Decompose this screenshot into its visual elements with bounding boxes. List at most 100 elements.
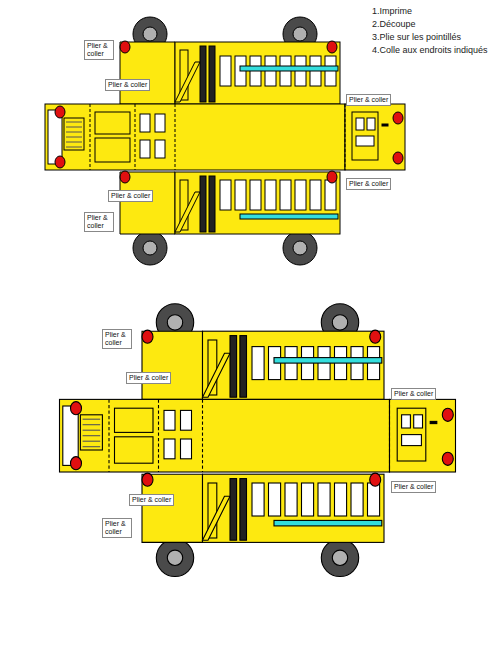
window bbox=[285, 483, 297, 516]
fold-line bbox=[158, 399, 159, 472]
window bbox=[155, 114, 165, 132]
glue-tab-label: Plier & coller bbox=[391, 481, 436, 493]
glue-instruction: Plier & coller bbox=[349, 180, 388, 187]
grill bbox=[66, 147, 82, 148]
window bbox=[325, 180, 336, 210]
fold-line bbox=[135, 104, 136, 170]
red-light bbox=[71, 402, 82, 415]
window bbox=[252, 483, 264, 516]
roof-strip bbox=[45, 104, 345, 170]
handle bbox=[430, 421, 437, 423]
window bbox=[351, 483, 363, 516]
window bbox=[265, 180, 276, 210]
window bbox=[335, 483, 347, 516]
grill bbox=[66, 132, 82, 133]
window bbox=[155, 140, 165, 158]
bus-net bbox=[45, 17, 405, 265]
glue-tab-label: Plier & coller bbox=[129, 494, 174, 506]
grill bbox=[66, 127, 82, 128]
window bbox=[181, 439, 192, 459]
window bbox=[356, 118, 364, 130]
glue-instruction: Plier & coller bbox=[349, 96, 388, 103]
window bbox=[356, 136, 374, 146]
door-bar bbox=[209, 46, 215, 102]
red-light bbox=[55, 156, 65, 168]
red-light bbox=[442, 452, 453, 465]
window bbox=[368, 483, 380, 516]
fold-line bbox=[202, 399, 203, 472]
red-light bbox=[393, 112, 403, 124]
wheel-hub bbox=[143, 241, 157, 255]
glue-tab-label: Plier & coller bbox=[391, 388, 436, 400]
grill bbox=[66, 137, 82, 138]
grill bbox=[83, 446, 101, 447]
window bbox=[367, 118, 375, 130]
fold-line bbox=[175, 104, 176, 170]
stripe bbox=[274, 358, 382, 364]
glue-tab-label: Plier & coller bbox=[102, 518, 132, 538]
door-bar bbox=[200, 46, 206, 102]
instruction-step: 3.Plie sur les pointillés bbox=[372, 32, 461, 43]
door-bar bbox=[240, 479, 247, 541]
grill bbox=[83, 424, 101, 425]
handle bbox=[382, 124, 388, 126]
grill-frame bbox=[80, 415, 102, 450]
instruction-step: 1.Imprime bbox=[372, 6, 412, 17]
instruction-step: 4.Colle aux endroits indiqués bbox=[372, 45, 488, 56]
window bbox=[181, 410, 192, 430]
red-light bbox=[142, 473, 153, 486]
red-light bbox=[327, 41, 337, 53]
fold-line bbox=[108, 399, 109, 472]
side-slant bbox=[203, 496, 231, 540]
glue-instruction: Plier & coller bbox=[132, 496, 171, 503]
red-light bbox=[370, 473, 381, 486]
window bbox=[302, 483, 314, 516]
red-light bbox=[327, 171, 337, 183]
rear-panel bbox=[345, 104, 405, 170]
glue-tab-label: Plier & coller bbox=[346, 94, 391, 106]
wheel-hub bbox=[332, 315, 347, 330]
windshield bbox=[115, 437, 154, 463]
grill bbox=[66, 122, 82, 123]
red-light bbox=[142, 330, 153, 343]
rear-panel bbox=[390, 399, 456, 472]
red-light bbox=[442, 408, 453, 421]
glue-instruction: Plier & coller bbox=[394, 390, 433, 397]
stripe bbox=[240, 214, 338, 219]
window bbox=[318, 483, 330, 516]
door-bar bbox=[209, 176, 215, 232]
stripe bbox=[274, 520, 382, 526]
grill-frame bbox=[64, 118, 84, 150]
wheel-hub bbox=[293, 241, 307, 255]
window bbox=[280, 180, 291, 210]
glue-instruction: Plier & coller bbox=[394, 483, 433, 490]
wheel bbox=[321, 539, 358, 576]
glue-tab-label: Plier & coller bbox=[84, 212, 114, 232]
glue-instruction: Plier & coller bbox=[87, 214, 108, 229]
glue-tab-label: Plier & coller bbox=[84, 40, 114, 60]
stripe bbox=[240, 66, 338, 71]
window bbox=[252, 347, 264, 380]
side-front bbox=[120, 172, 175, 234]
glue-tab-label: Plier & coller bbox=[346, 178, 391, 190]
window bbox=[140, 140, 150, 158]
window bbox=[140, 114, 150, 132]
red-light bbox=[393, 152, 403, 164]
window bbox=[235, 180, 246, 210]
side-panel bbox=[203, 331, 385, 399]
windshield bbox=[95, 138, 130, 162]
wheel-hub bbox=[293, 27, 307, 41]
side-panel bbox=[203, 474, 385, 542]
windshield bbox=[95, 112, 130, 134]
wheel bbox=[156, 539, 193, 576]
window bbox=[220, 56, 231, 86]
side-panel bbox=[175, 42, 340, 104]
window bbox=[414, 415, 423, 428]
fold-line bbox=[345, 104, 346, 170]
side-panel bbox=[175, 172, 340, 234]
wheel bbox=[133, 231, 167, 265]
door-bar bbox=[200, 176, 206, 232]
side-slant bbox=[175, 192, 200, 232]
window bbox=[295, 180, 306, 210]
window bbox=[402, 415, 411, 428]
